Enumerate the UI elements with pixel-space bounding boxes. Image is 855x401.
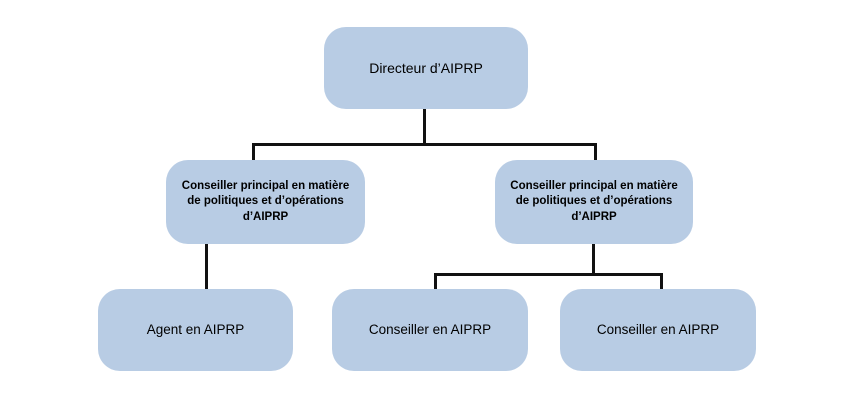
org-node-agent-label: Agent en AIPRP	[146, 321, 245, 337]
connector-drop-senior-advisor-right	[594, 143, 597, 163]
org-node-senior-advisor-right: Conseiller principal en matière de polit…	[495, 160, 693, 244]
org-node-advisor-two-label: Conseiller en AIPRP	[596, 321, 720, 337]
org-node-senior-advisor-left-label: Conseiller principal en matière de polit…	[181, 179, 350, 223]
connector-level2-horizontal-bus	[434, 273, 663, 276]
org-node-senior-advisor-right-label: Conseiller principal en matière de polit…	[510, 179, 678, 223]
org-node-agent: Agent en AIPRP	[98, 289, 293, 371]
connector-senior-advisor-left-to-agent	[205, 243, 208, 292]
connector-director-stem	[423, 108, 426, 146]
connector-drop-advisor-two	[660, 273, 663, 292]
org-node-advisor-one: Conseiller en AIPRP	[332, 289, 528, 371]
connector-drop-senior-advisor-left	[252, 143, 255, 163]
org-node-advisor-one-label: Conseiller en AIPRP	[368, 321, 492, 337]
connector-level1-horizontal-bus	[252, 143, 597, 146]
org-node-director-label: Directeur d’AIPRP	[369, 59, 483, 76]
org-node-senior-advisor-left: Conseiller principal en matière de polit…	[166, 160, 365, 244]
connector-senior-advisor-right-stem	[592, 243, 595, 276]
org-node-advisor-two: Conseiller en AIPRP	[560, 289, 756, 371]
connector-drop-advisor-one	[434, 273, 437, 292]
org-node-director: Directeur d’AIPRP	[324, 27, 528, 109]
